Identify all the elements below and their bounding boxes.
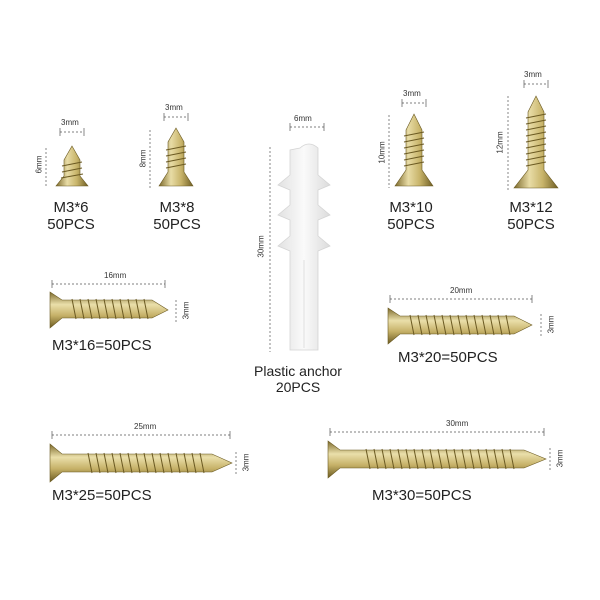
m3x12-height-dim: 12mm: [495, 131, 505, 154]
m3x25-label: M3*25=50PCS: [52, 487, 152, 504]
m3x6-label: M3*6 50PCS: [36, 199, 106, 234]
m3x10-width-dim: 3mm: [403, 89, 421, 98]
m3x12-size: M3*12: [509, 199, 553, 216]
m3x6-size: M3*6: [53, 199, 89, 216]
screw-m3x25: [49, 431, 237, 483]
screw-m3x20: [387, 295, 542, 345]
m3x12-label: M3*12 50PCS: [496, 199, 566, 234]
m3x20-length-dim: 20mm: [450, 286, 473, 295]
m3x10-size: M3*10: [389, 199, 433, 216]
m3x30-label: M3*30=50PCS: [372, 487, 472, 504]
m3x8-height-dim: 8mm: [138, 149, 148, 168]
m3x8-qty: 50PCS: [153, 215, 201, 233]
m3x25-length-dim: 25mm: [134, 422, 157, 431]
m3x10-qty: 50PCS: [387, 215, 435, 233]
m3x30-length-dim: 30mm: [446, 419, 469, 428]
m3x20-dia-dim: 3mm: [546, 315, 556, 334]
m3x10-height-dim: 10mm: [377, 141, 387, 164]
m3x8-width-dim: 3mm: [165, 103, 183, 112]
m3x12-qty: 50PCS: [507, 215, 555, 233]
m3x16-label: M3*16=50PCS: [52, 337, 152, 354]
screw-m3x30: [327, 428, 551, 479]
m3x10-label: M3*10 50PCS: [376, 199, 446, 234]
screw-m3x16: [49, 280, 177, 329]
m3x20-label: M3*20=50PCS: [398, 349, 498, 366]
screw-m3x10: [388, 99, 434, 188]
m3x6-height-dim: 6mm: [34, 155, 44, 174]
plastic-anchor: [269, 123, 331, 352]
anchor-qty: 20PCS: [275, 378, 321, 395]
m3x30-dia-dim: 3mm: [555, 449, 565, 468]
m3x6-qty: 50PCS: [47, 215, 95, 233]
anchor-label: Plastic anchor 20PCS: [236, 363, 360, 395]
screw-m3x6: [45, 128, 89, 188]
m3x16-length-dim: 16mm: [104, 271, 127, 280]
m3x25-dia-dim: 3mm: [241, 453, 251, 472]
screw-m3x12: [507, 80, 559, 190]
anchor-width-dim: 6mm: [294, 114, 312, 123]
m3x16-dia-dim: 3mm: [181, 301, 191, 320]
m3x8-size: M3*8: [159, 199, 195, 216]
anchor-height-dim: 30mm: [256, 235, 266, 258]
anchor-name: Plastic anchor: [254, 363, 342, 379]
m3x12-width-dim: 3mm: [524, 70, 542, 79]
m3x8-label: M3*8 50PCS: [142, 199, 212, 234]
screw-m3x8: [149, 113, 194, 188]
m3x6-width-dim: 3mm: [61, 118, 79, 127]
